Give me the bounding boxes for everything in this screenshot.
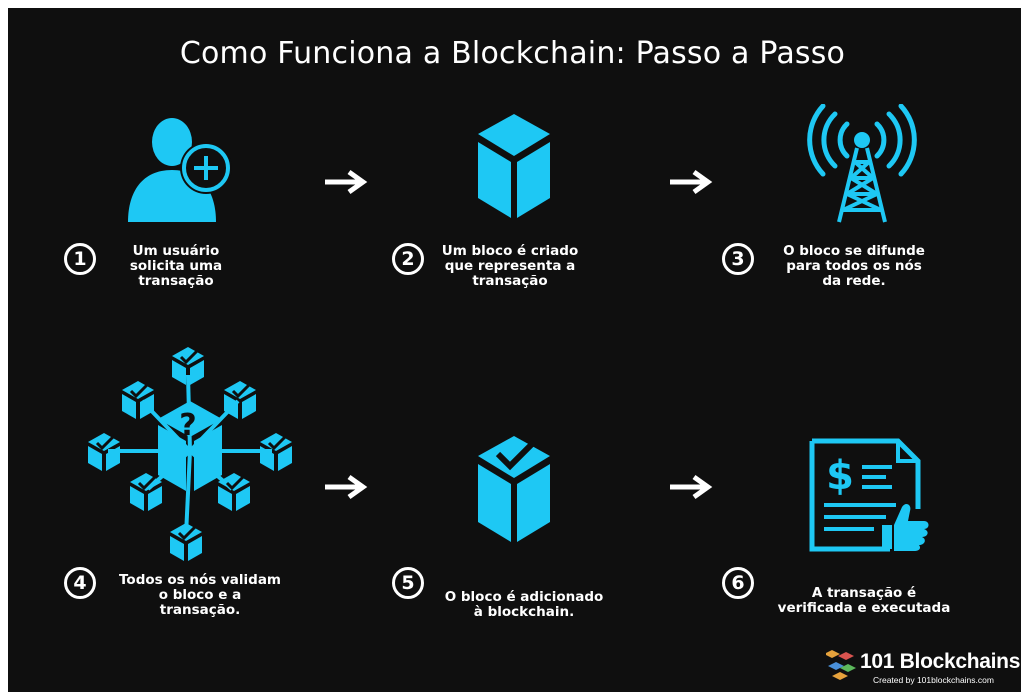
step-number-badge: 4 (64, 567, 96, 599)
cube-icon (478, 114, 550, 218)
arrow-right-icon (670, 474, 713, 500)
step-description: Um usuário solicita uma transação (129, 243, 223, 289)
svg-text:?: ? (179, 408, 196, 443)
step-description: Um bloco é criado que representa a trans… (441, 243, 579, 289)
arrow-right-icon (670, 169, 713, 195)
step-number-badge: 2 (392, 243, 424, 275)
brand-tagline: Created by 101blockchains.com (873, 675, 994, 685)
brand-logo-icon (826, 650, 856, 680)
step-number-badge: 1 (64, 243, 96, 275)
step-description: Todos os nós validam o bloco e a transaç… (119, 572, 281, 618)
arrow-right-icon (325, 169, 368, 195)
step-description: A transação é verificada e executada (777, 585, 951, 616)
arrow-right-icon (325, 474, 368, 500)
user-add-icon (128, 118, 232, 222)
step-number-badge: 6 (722, 567, 754, 599)
step-number-badge: 3 (722, 243, 754, 275)
page-title: Como Funciona a Blockchain: Passo a Pass… (179, 36, 846, 71)
step-description: O bloco é adicionado à blockchain. (444, 589, 604, 620)
network-validation-icon: ? (86, 345, 294, 563)
step-number-badge: 5 (392, 567, 424, 599)
cube-check-icon (478, 436, 550, 542)
broadcast-tower-icon (807, 104, 917, 223)
brand-name: 101 Blockchains (860, 650, 1021, 673)
invoice-thumbs-up-icon: $ (809, 438, 929, 552)
step-description: O bloco se difunde para todos os nós da … (783, 243, 925, 289)
svg-text:$: $ (826, 453, 854, 499)
